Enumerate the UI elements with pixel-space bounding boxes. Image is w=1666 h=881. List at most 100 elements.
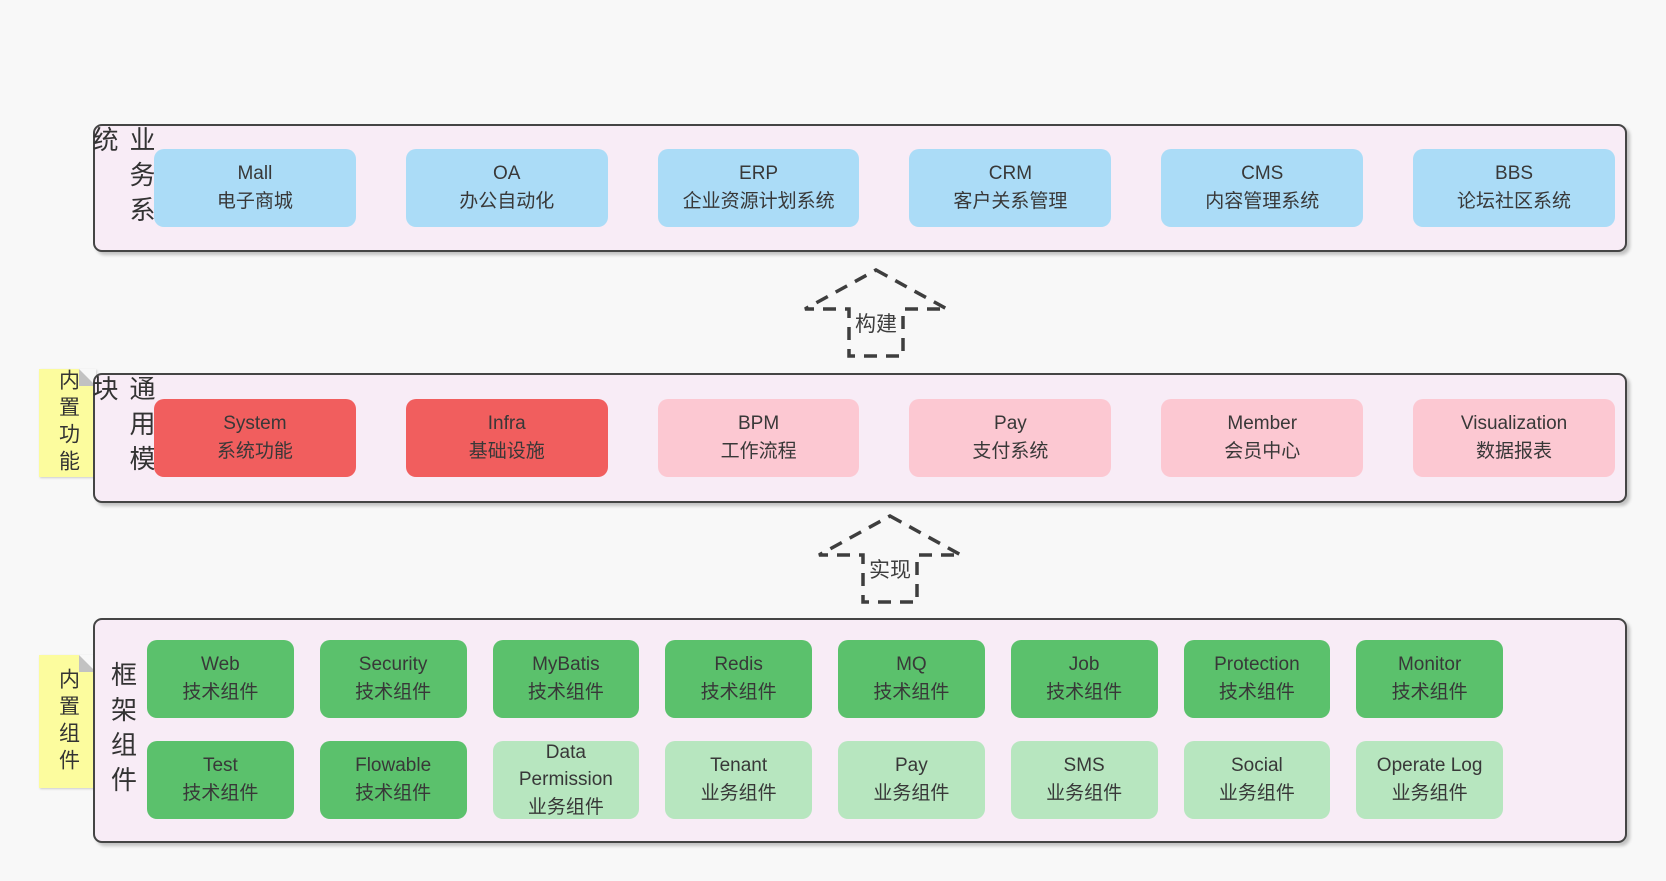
module-box-subtitle: 技术组件 xyxy=(1046,682,1123,703)
module-box-data-permission: Data Permission 业务组件 xyxy=(492,741,640,819)
sticky-note-built-in-features: 内置功能 xyxy=(39,369,96,477)
module-box-title: Monitor xyxy=(1397,654,1462,676)
up-arrow-icon xyxy=(804,268,948,358)
module-box-title: Operate Log xyxy=(1376,755,1483,777)
module-box-mq: MQ 技术组件 xyxy=(838,640,985,718)
module-box-subtitle: 支付系统 xyxy=(972,441,1049,462)
band-label-common-modules: 通用模块 xyxy=(89,375,156,480)
common-modules-boxes: System 系统功能 Infra 基础设施 BPM 工作流程 Pay 支付系统 Member 会… xyxy=(154,375,1615,501)
module-box-subtitle: 客户关系管理 xyxy=(953,191,1068,212)
module-box-title: Pay xyxy=(895,755,928,777)
band-business-systems: 业务系统 Mall 电子商城 OA 办公自动化 ERP 企业资源计划系统 CRM 客户关系管理… xyxy=(89,124,1627,252)
module-box-subtitle: 技术组件 xyxy=(873,682,950,703)
module-box-social: Social 业务组件 xyxy=(1183,741,1331,819)
module-box-subtitle: 技术组件 xyxy=(182,682,259,703)
module-box-mall: Mall 电子商城 xyxy=(154,149,356,227)
module-box-title: BPM xyxy=(737,413,780,435)
module-box-visualization: Visualization 数据报表 xyxy=(1413,399,1615,477)
up-arrow-icon xyxy=(818,514,962,604)
module-box-title: OA xyxy=(493,163,521,185)
module-box-subtitle: 业务组件 xyxy=(1046,783,1123,804)
dashed-up-arrow-implement: 实现 xyxy=(815,513,965,605)
module-box-title: Infra xyxy=(487,413,526,435)
module-box-title: Test xyxy=(202,755,238,777)
module-box-system: System 系统功能 xyxy=(154,399,356,477)
module-box-subtitle: 业务组件 xyxy=(873,783,950,804)
module-box-bpm: BPM 工作流程 xyxy=(657,399,860,477)
module-box-subtitle: 工作流程 xyxy=(720,441,797,462)
arrow-label-implement: 实现 xyxy=(865,553,915,585)
module-box-subtitle: 技术组件 xyxy=(182,783,259,804)
module-box-oa: OA 办公自动化 xyxy=(405,149,608,227)
module-box-subtitle: 业务组件 xyxy=(527,796,604,818)
module-box-protection: Protection 技术组件 xyxy=(1183,640,1331,718)
module-box-title: BBS xyxy=(1495,163,1534,185)
module-box-crm: CRM 客户关系管理 xyxy=(909,149,1112,227)
module-box-bbs: BBS 论坛社区系统 xyxy=(1413,149,1615,227)
module-box-subtitle: 系统功能 xyxy=(216,441,293,462)
module-box-title: Mall xyxy=(237,163,273,185)
module-box-title: Protection xyxy=(1214,654,1300,676)
module-box-subtitle: 办公自动化 xyxy=(459,191,555,212)
module-box-title: MQ xyxy=(896,654,927,676)
module-box-monitor: Monitor 技术组件 xyxy=(1356,640,1503,718)
module-box-title: Redis xyxy=(714,654,763,676)
module-box-title: Security xyxy=(358,654,428,676)
dashed-up-arrow-build: 构建 xyxy=(801,267,951,359)
module-box-title: Pay xyxy=(994,413,1027,435)
arrow-label-build: 构建 xyxy=(851,307,901,339)
sticky-note-label: 内置组件 xyxy=(56,667,80,776)
module-box-subtitle: 业务组件 xyxy=(1391,783,1468,804)
module-box-subtitle: 会员中心 xyxy=(1224,441,1301,462)
sticky-note-built-in-components: 内置组件 xyxy=(39,655,96,788)
module-box-title: System xyxy=(223,413,287,435)
module-box-pay: Pay 业务组件 xyxy=(838,741,985,819)
module-box-security: Security 技术组件 xyxy=(319,640,467,718)
module-box-title: CRM xyxy=(988,163,1033,185)
module-box-test: Test 技术组件 xyxy=(147,741,294,819)
module-box-member: Member 会员中心 xyxy=(1161,399,1364,477)
module-box-subtitle: 论坛社区系统 xyxy=(1457,191,1572,212)
module-box-title: Flowable xyxy=(355,755,432,777)
module-box-operate-log: Operate Log 业务组件 xyxy=(1356,741,1503,819)
module-box-subtitle: 内容管理系统 xyxy=(1205,191,1320,212)
module-box-web: Web 技术组件 xyxy=(147,640,294,718)
module-box-title: Visualization xyxy=(1460,413,1568,435)
module-box-title: ERP xyxy=(739,163,779,185)
module-box-subtitle: 电子商城 xyxy=(216,191,293,212)
module-box-subtitle: 业务组件 xyxy=(700,783,777,804)
module-box-subtitle: 业务组件 xyxy=(1218,783,1295,804)
module-box-subtitle: 企业资源计划系统 xyxy=(682,191,835,212)
band-label-business-systems: 业务系统 xyxy=(89,126,156,231)
module-box-title: Member xyxy=(1227,413,1298,435)
module-box-subtitle: 基础设施 xyxy=(468,441,545,462)
sticky-note-label: 内置功能 xyxy=(56,369,80,477)
module-box-pay: Pay 支付系统 xyxy=(909,399,1112,477)
module-box-subtitle: 数据报表 xyxy=(1476,441,1553,462)
module-box-subtitle: 技术组件 xyxy=(1218,682,1295,703)
module-box-sms: SMS 业务组件 xyxy=(1010,741,1158,819)
band-common-modules: 通用模块 System 系统功能 Infra 基础设施 BPM 工作流程 Pay 支付系统 Me… xyxy=(89,373,1627,503)
module-box-subtitle: 技术组件 xyxy=(700,682,777,703)
module-box-subtitle: 技术组件 xyxy=(527,682,604,703)
module-box-title: Social xyxy=(1231,755,1283,777)
module-box-title: SMS xyxy=(1063,755,1105,777)
band-label-framework-components: 框架组件 xyxy=(107,660,138,801)
module-box-subtitle: 技术组件 xyxy=(1391,682,1468,703)
module-box-title: Data Permission xyxy=(518,741,613,791)
module-box-subtitle: 技术组件 xyxy=(355,682,432,703)
module-box-title: Web xyxy=(201,654,240,676)
module-box-erp: ERP 企业资源计划系统 xyxy=(657,149,860,227)
module-box-infra: Infra 基础设施 xyxy=(405,399,608,477)
